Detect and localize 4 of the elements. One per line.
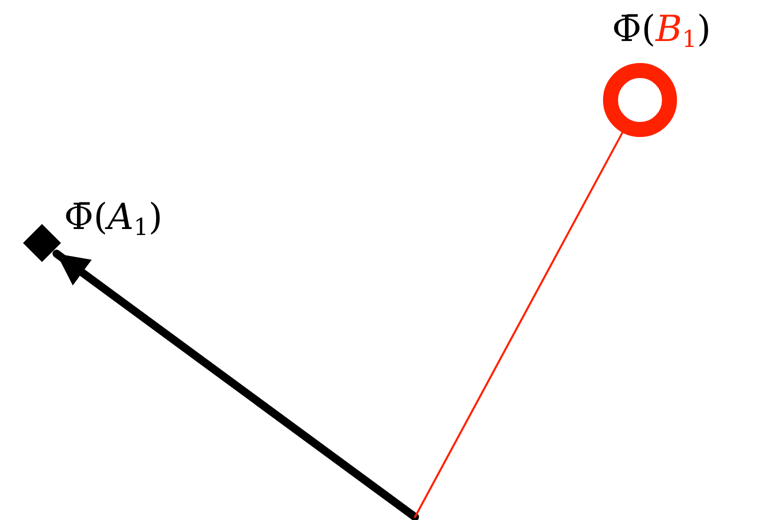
math-label: Φ̄(B$_{1}$) bbox=[612, 12, 711, 52]
line bbox=[414, 132, 624, 518]
arrow bbox=[52, 250, 419, 520]
math-label: Φ̄(A$_{1}$) bbox=[64, 200, 162, 240]
